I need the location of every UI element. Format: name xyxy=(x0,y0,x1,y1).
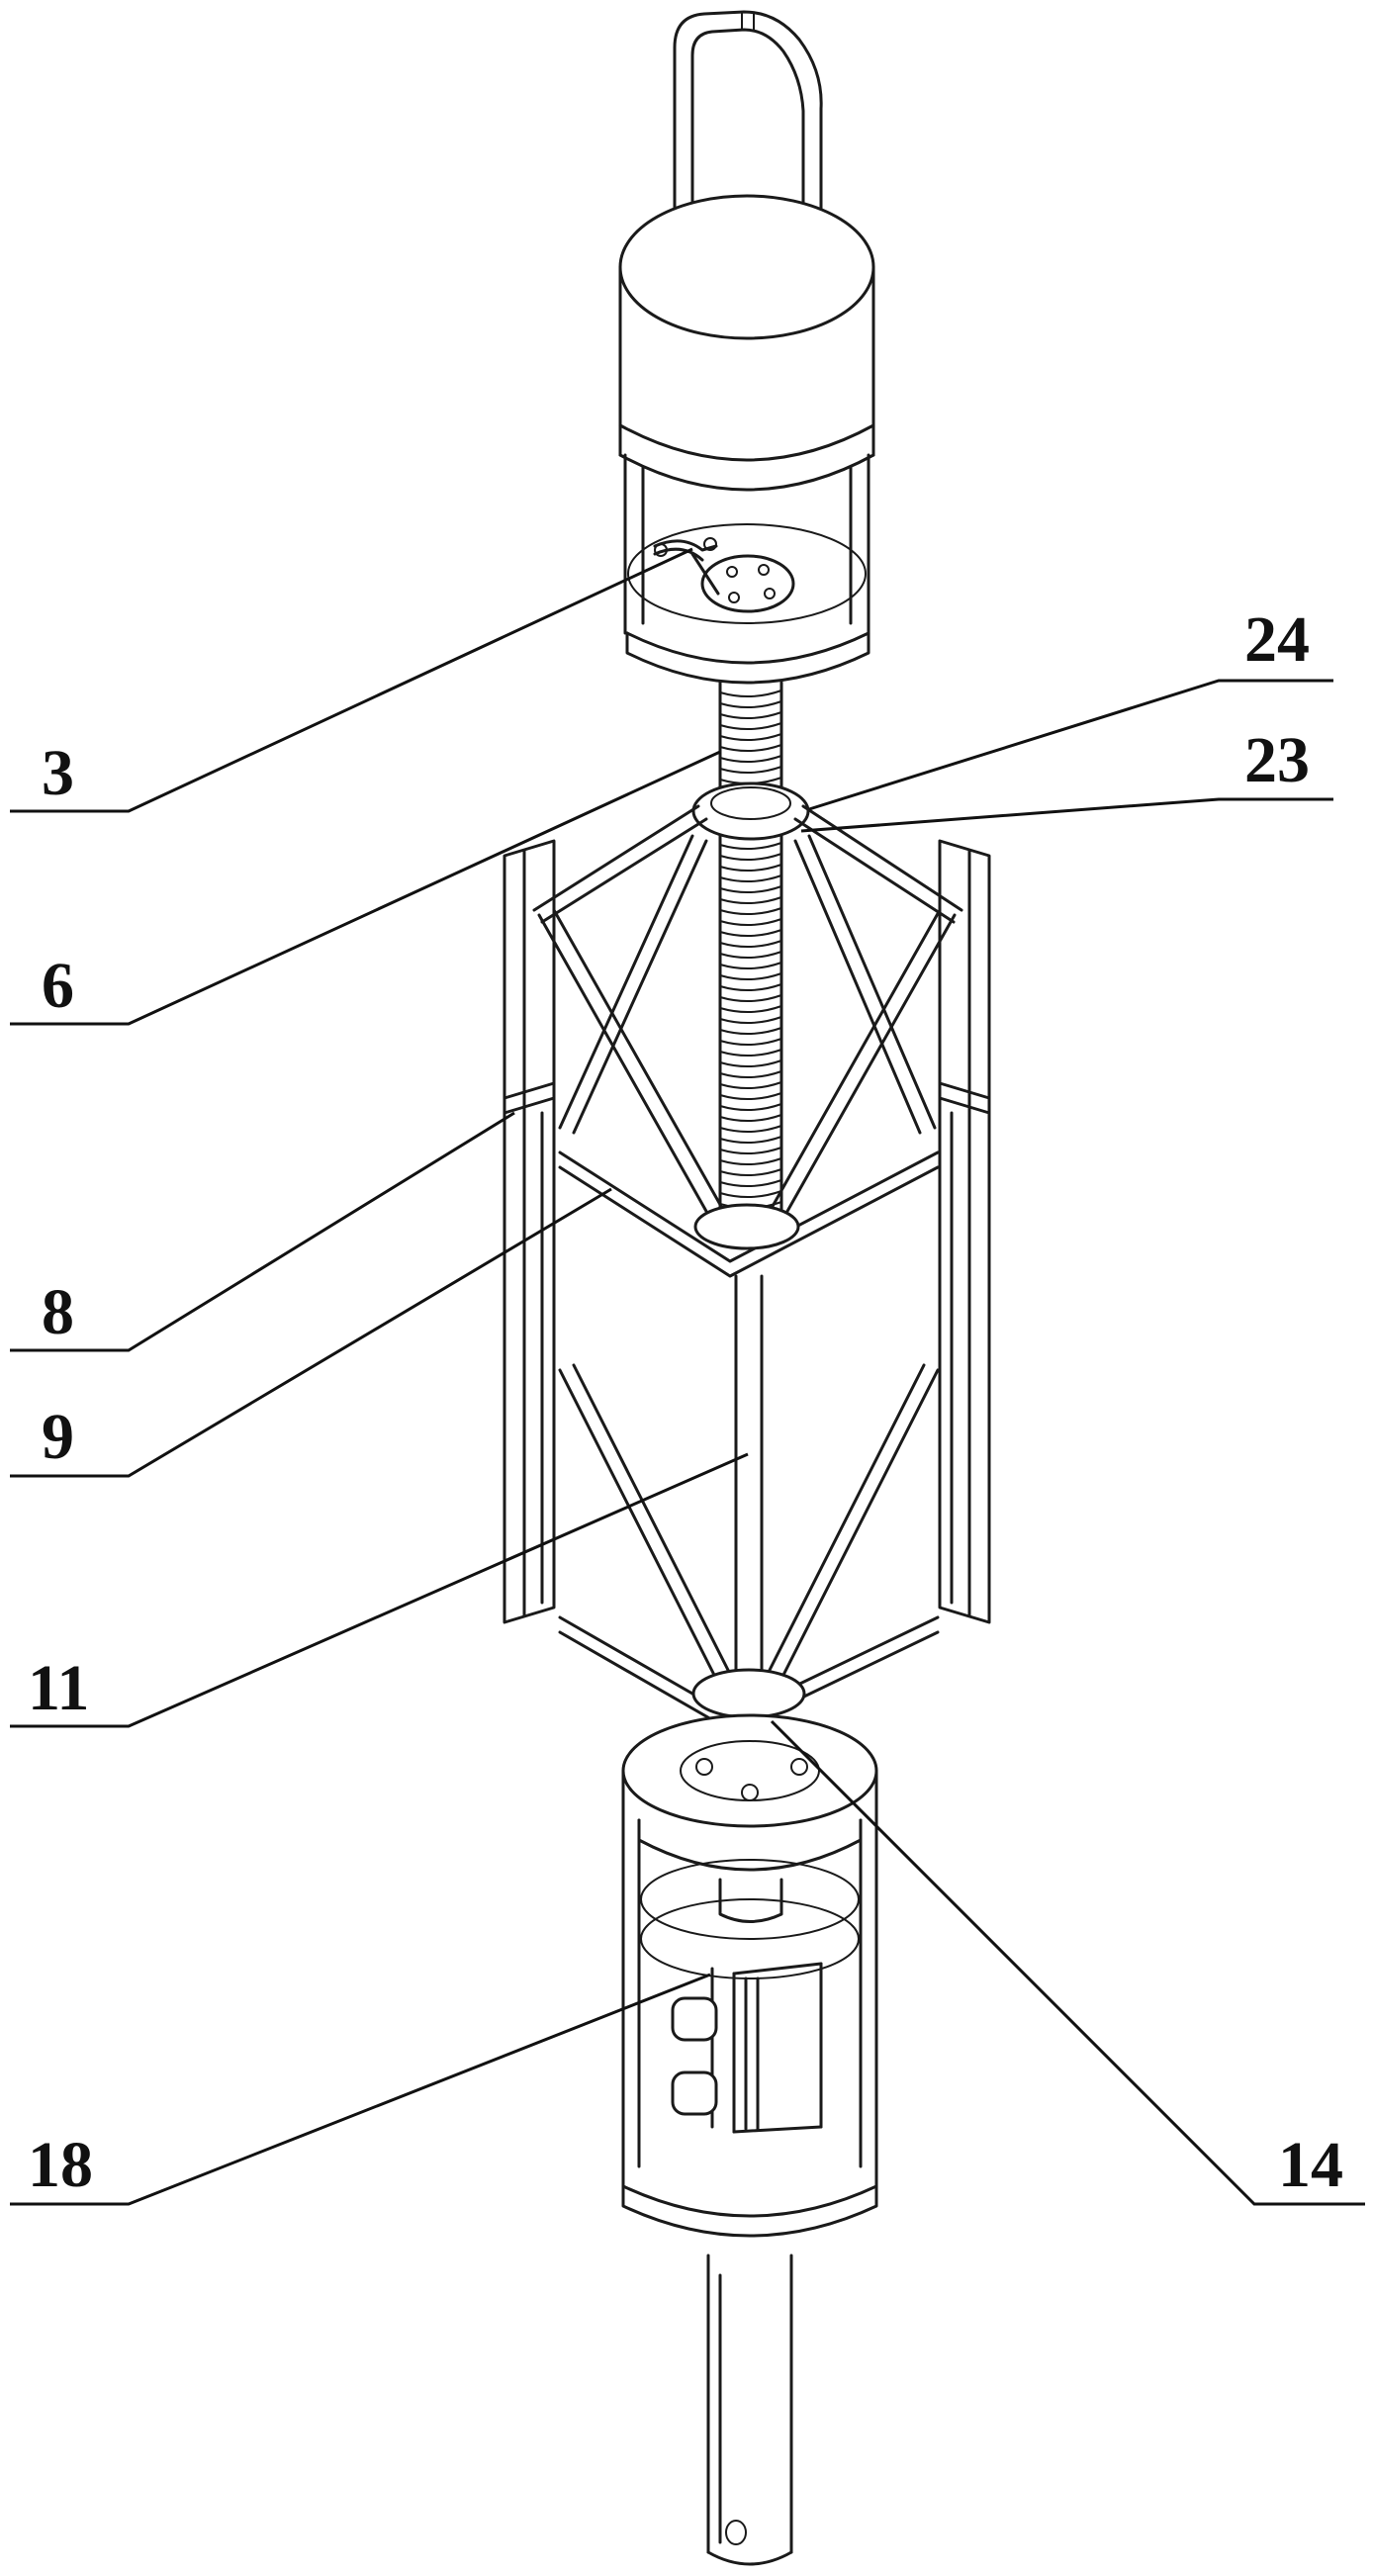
right-guide-rail xyxy=(938,839,991,1624)
thread-line xyxy=(719,1092,782,1101)
thread-line xyxy=(719,700,782,709)
thread-line xyxy=(719,907,782,916)
callout-label-14: 14 xyxy=(1278,2129,1343,2201)
lower-truss xyxy=(558,1363,940,1733)
thread-line xyxy=(719,1081,782,1090)
thread-line xyxy=(719,690,782,698)
thread-line xyxy=(719,962,782,970)
thread-line xyxy=(719,972,782,981)
thread-line xyxy=(719,1005,782,1014)
upper-housing xyxy=(618,194,875,685)
callout-label-18: 18 xyxy=(28,2129,93,2201)
thread-line xyxy=(719,1070,782,1079)
thread-line xyxy=(719,1190,782,1199)
thread-line xyxy=(719,1027,782,1036)
callout-label-3: 3 xyxy=(42,737,74,809)
screw-threads xyxy=(719,690,782,1210)
thread-line xyxy=(719,853,782,862)
callout-label-11: 11 xyxy=(28,1652,89,1724)
thread-line xyxy=(719,1103,782,1112)
callout-18: 18 xyxy=(10,1973,711,2206)
callout-11: 11 xyxy=(10,1452,749,1728)
callout-6: 6 xyxy=(10,750,721,1026)
thread-line xyxy=(719,951,782,960)
thread-line xyxy=(719,1179,782,1188)
thread-line xyxy=(719,1157,782,1166)
callout-label-23: 23 xyxy=(1244,724,1310,796)
callout-23: 23 xyxy=(800,724,1333,833)
thread-line xyxy=(719,842,782,851)
drive-motor xyxy=(671,1962,823,2134)
hanging-handle xyxy=(673,10,823,311)
thread-line xyxy=(719,918,782,927)
callout-24: 24 xyxy=(808,603,1333,811)
thread-line xyxy=(719,1136,782,1145)
thread-line xyxy=(719,1016,782,1025)
thread-line xyxy=(719,1147,782,1155)
thread-line xyxy=(719,994,782,1003)
thread-line xyxy=(719,711,782,720)
thread-line xyxy=(719,722,782,731)
left-guide-rail xyxy=(503,839,556,1624)
callout-label-8: 8 xyxy=(42,1276,74,1348)
callout-label-6: 6 xyxy=(42,950,74,1022)
thread-line xyxy=(719,874,782,883)
lower-housing xyxy=(621,1713,878,2238)
upper-collar xyxy=(691,782,810,841)
thread-line xyxy=(719,733,782,742)
callout-3: 3 xyxy=(10,547,693,813)
thread-line xyxy=(719,1059,782,1068)
callout-label-24: 24 xyxy=(1244,603,1310,676)
thread-line xyxy=(719,1114,782,1123)
thread-line xyxy=(719,1038,782,1047)
thread-line xyxy=(719,744,782,753)
thread-line xyxy=(719,885,782,894)
thread-line xyxy=(719,983,782,992)
thread-line xyxy=(719,755,782,764)
thread-line xyxy=(719,766,782,775)
callout-14: 14 xyxy=(770,1719,1365,2206)
thread-line xyxy=(719,896,782,905)
thread-line xyxy=(719,1049,782,1058)
thread-line xyxy=(719,1125,782,1134)
upper-truss xyxy=(532,804,963,1278)
thread-line xyxy=(719,940,782,949)
bottom-probe xyxy=(706,2254,793,2566)
callout-label-9: 9 xyxy=(42,1401,74,1473)
thread-line xyxy=(719,1168,782,1177)
thread-line xyxy=(719,864,782,873)
callout-8: 8 xyxy=(10,1111,515,1352)
callout-9: 9 xyxy=(10,1187,612,1478)
center-shaft xyxy=(734,1274,764,1703)
thread-line xyxy=(719,929,782,938)
